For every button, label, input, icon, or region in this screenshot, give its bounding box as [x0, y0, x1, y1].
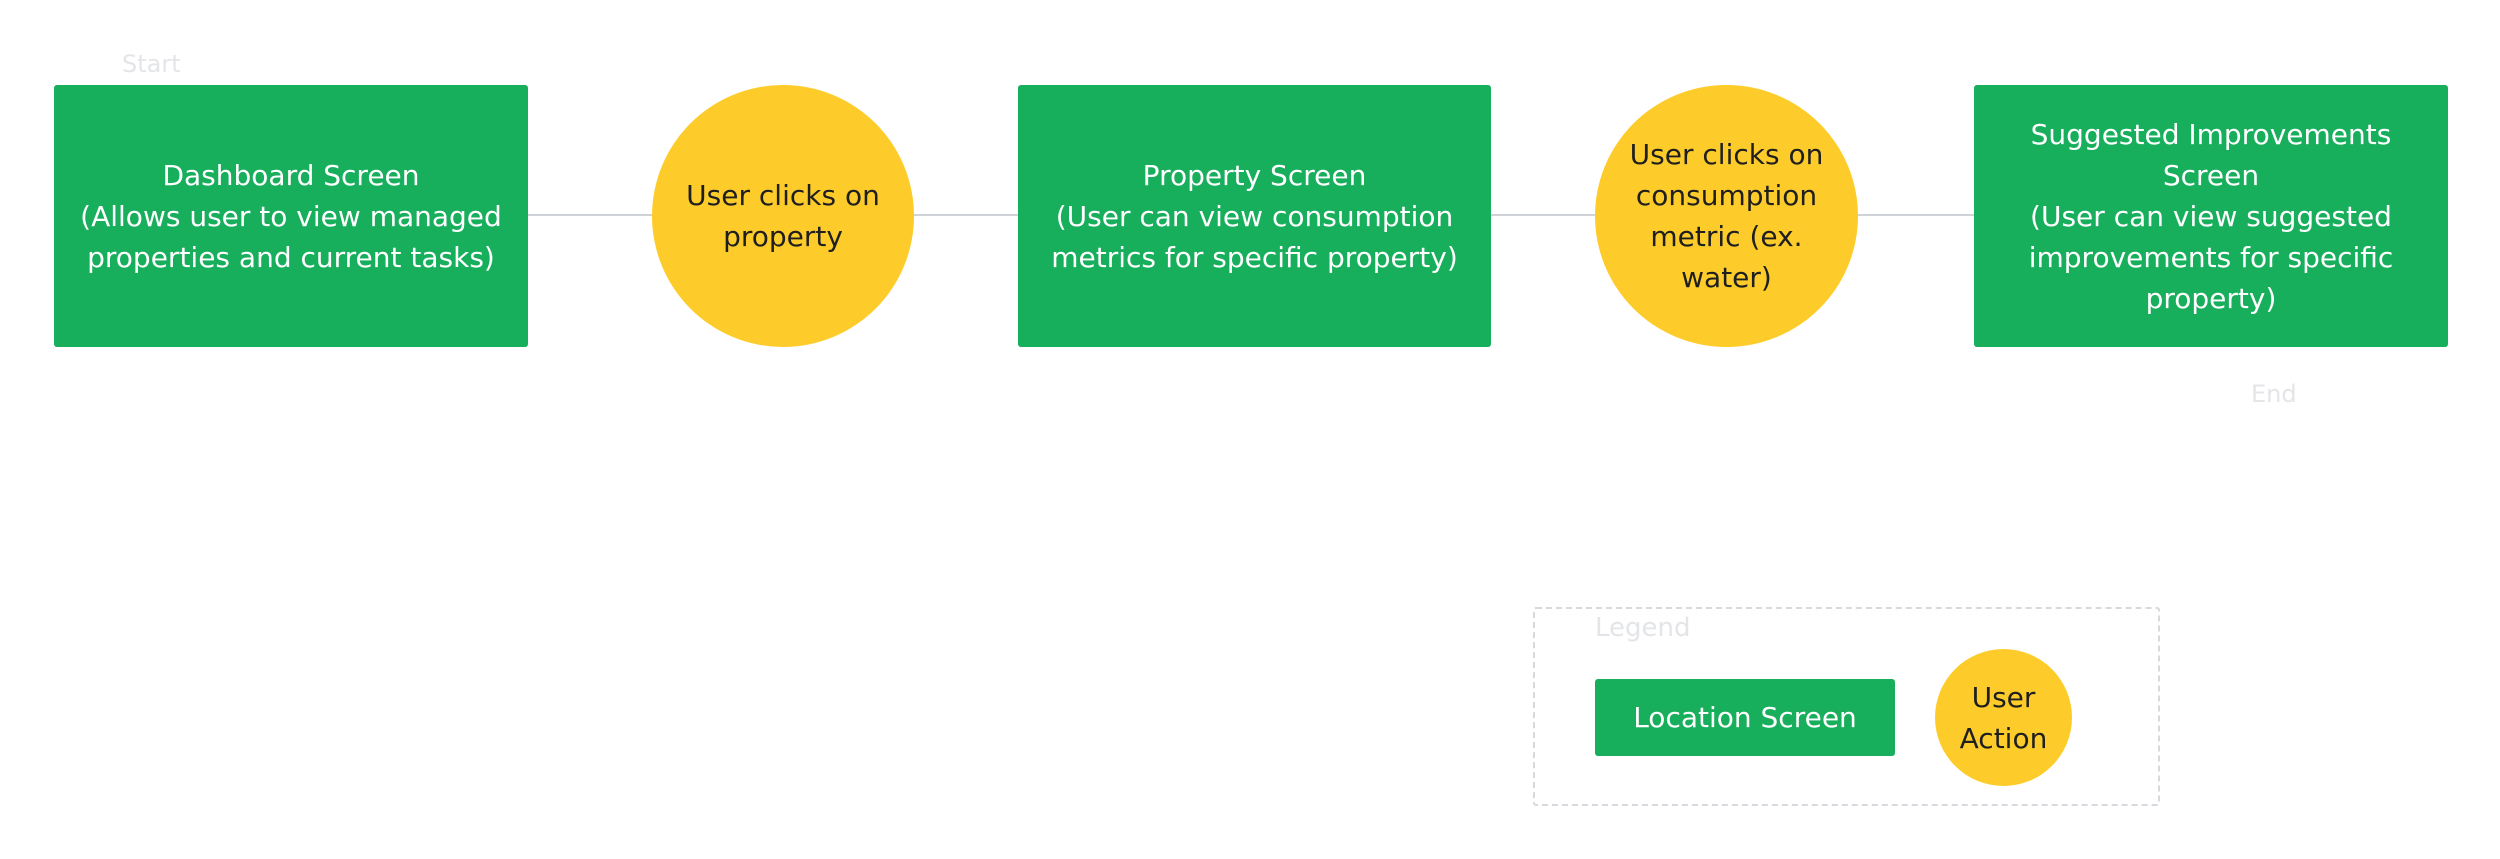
connector-property-to-action [1491, 214, 1595, 216]
property-screen-node[interactable]: Property Screen (User can view consumpti… [1018, 85, 1491, 347]
connector-action-to-improvements [1858, 214, 1974, 216]
connector-action-to-property [914, 214, 1018, 216]
legend-title: Legend [1595, 613, 1691, 643]
connector-dashboard-to-action [528, 214, 652, 216]
legend-action-swatch: User Action [1935, 649, 2072, 786]
start-label: Start [122, 50, 181, 78]
end-label: End [2251, 380, 2297, 408]
legend-screen-swatch: Location Screen [1595, 679, 1895, 756]
suggested-improvements-screen-node[interactable]: Suggested Improvements Screen (User can … [1974, 85, 2448, 347]
user-clicks-metric-node[interactable]: User clicks on consumption metric (ex. w… [1595, 85, 1858, 347]
dashboard-screen-node[interactable]: Dashboard Screen (Allows user to view ma… [54, 85, 528, 347]
legend-box: Legend Location Screen User Action [1533, 607, 2160, 806]
user-clicks-property-node[interactable]: User clicks on property [652, 85, 914, 347]
